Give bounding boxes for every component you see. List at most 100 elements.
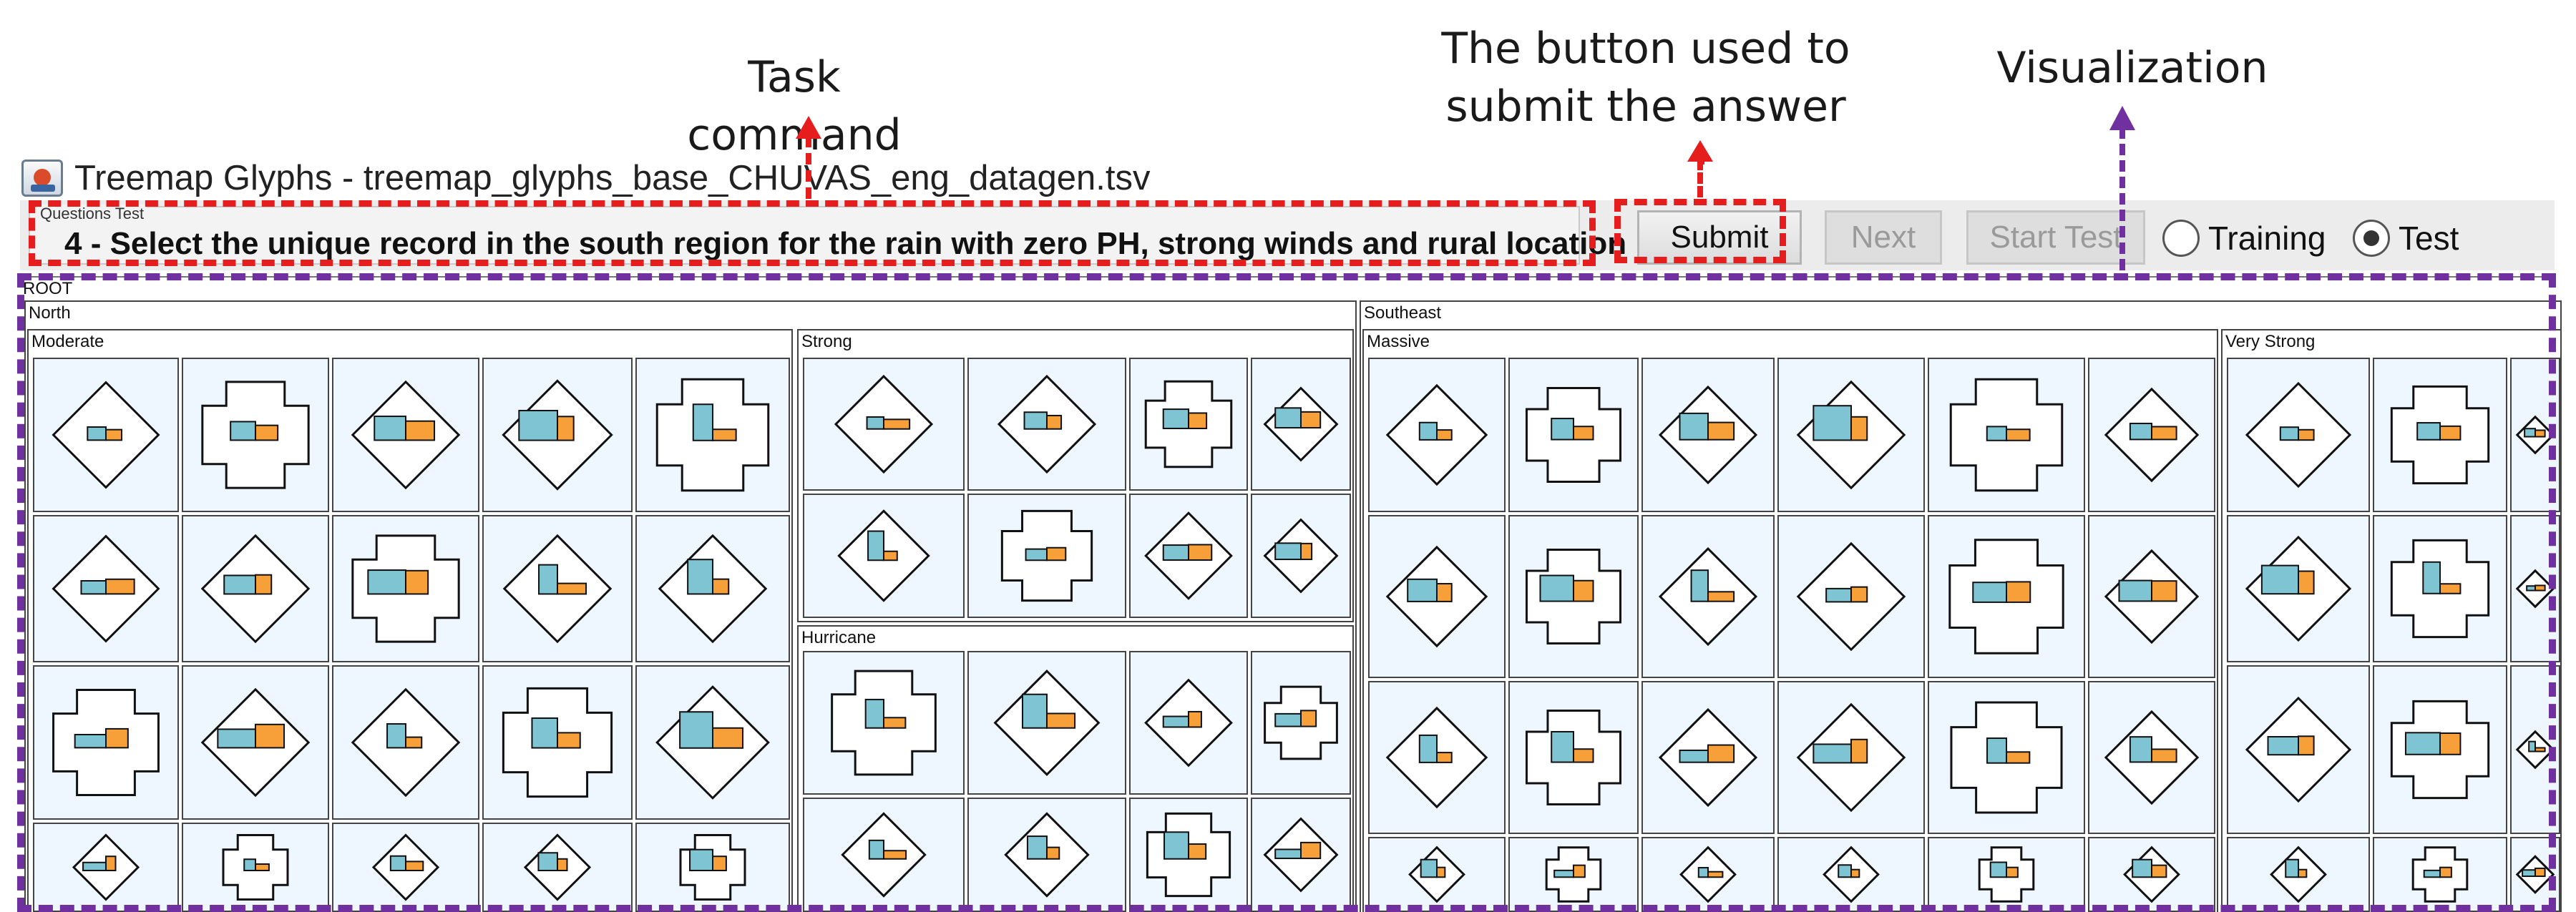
treemap-leaf[interactable]	[1251, 651, 1351, 795]
region-north[interactable]: North	[24, 300, 1357, 912]
treemap-leaf[interactable]	[182, 823, 329, 912]
treemap-leaf[interactable]	[1928, 515, 2085, 678]
group-label-moderate: Moderate	[31, 332, 104, 351]
treemap-leaf[interactable]	[2088, 681, 2215, 834]
test-radio-label: Test	[2399, 220, 2459, 257]
treemap-leaf[interactable]	[1777, 837, 1925, 912]
glyph-icon	[1796, 541, 1906, 652]
treemap-leaf[interactable]	[332, 665, 479, 820]
treemap-leaf[interactable]	[803, 798, 965, 912]
treemap-leaf[interactable]	[1508, 681, 1639, 834]
treemap-leaf[interactable]	[967, 798, 1126, 912]
treemap-leaf[interactable]	[1508, 515, 1639, 678]
treemap-leaf[interactable]	[1368, 681, 1506, 834]
treemap-leaf[interactable]	[635, 665, 790, 820]
task-arrow-line	[806, 136, 811, 199]
annotation-task-command: Task command	[687, 52, 902, 160]
treemap-leaf[interactable]	[332, 823, 479, 912]
treemap-leaf[interactable]	[635, 515, 790, 662]
treemap-leaf[interactable]	[1641, 358, 1775, 512]
treemap-leaf[interactable]	[1368, 515, 1506, 678]
test-radio[interactable]: Test	[2353, 219, 2459, 258]
treemap-leaf[interactable]	[803, 651, 965, 795]
treemap-leaf[interactable]	[1777, 358, 1925, 512]
treemap-leaf[interactable]	[2373, 358, 2507, 512]
group-hurricane[interactable]: Hurricane	[797, 625, 1354, 912]
glyph-icon	[1144, 678, 1233, 768]
treemap-leaf[interactable]	[1508, 358, 1639, 512]
treemap-leaf[interactable]	[803, 494, 965, 618]
treemap-leaf[interactable]	[182, 665, 329, 820]
treemap-leaf[interactable]	[182, 358, 329, 512]
treemap-leaf[interactable]	[1129, 494, 1248, 618]
region-label-north: North	[29, 303, 71, 323]
treemap-leaf[interactable]	[635, 358, 790, 512]
treemap-leaf[interactable]	[482, 515, 633, 662]
submit-arrow-head-icon	[1687, 140, 1713, 162]
treemap-leaf[interactable]	[1928, 358, 2085, 512]
treemap-leaf[interactable]	[1251, 494, 1351, 618]
treemap-leaf[interactable]	[1641, 681, 1775, 834]
treemap-leaf[interactable]	[2088, 358, 2215, 512]
submit-arrow-line	[1697, 159, 1703, 197]
treemap-leaf[interactable]	[33, 358, 179, 512]
glyph-icon	[2104, 549, 2200, 644]
treemap-leaf[interactable]	[2088, 515, 2215, 678]
treemap-leaf[interactable]	[1928, 681, 2085, 834]
treemap-leaf[interactable]	[2227, 358, 2370, 512]
treemap-leaf[interactable]	[2373, 515, 2507, 662]
treemap-leaf[interactable]	[1777, 515, 1925, 678]
treemap-leaf[interactable]	[1641, 515, 1775, 678]
group-strong[interactable]: Strong	[797, 329, 1354, 622]
glyph-icon	[2245, 381, 2352, 489]
treemap-leaf[interactable]	[967, 358, 1126, 491]
group-very-strong[interactable]: Very Strong	[2221, 329, 2562, 912]
treemap-leaf[interactable]	[1251, 798, 1351, 912]
treemap-visualization[interactable]: ROOT North Southeast Moderate Strong Hur…	[20, 276, 2562, 912]
treemap-leaf[interactable]	[182, 515, 329, 662]
glyph-icon	[351, 687, 461, 798]
treemap-leaf[interactable]	[2373, 837, 2507, 912]
treemap-leaf[interactable]	[1129, 798, 1248, 912]
group-moderate[interactable]: Moderate	[27, 329, 793, 912]
treemap-leaf[interactable]	[1777, 681, 1925, 834]
window-title: Treemap Glyphs - treemap_glyphs_base_CHU…	[74, 159, 1151, 197]
glyph-icon	[1385, 545, 1488, 648]
treemap-leaf[interactable]	[2373, 665, 2507, 834]
glyph-icon	[837, 509, 930, 602]
treemap-leaf[interactable]	[482, 358, 633, 512]
treemap-leaf[interactable]	[967, 651, 1126, 795]
glyph-icon	[1658, 385, 1758, 485]
glyph-icon	[1658, 707, 1758, 808]
treemap-leaf[interactable]	[33, 515, 179, 662]
treemap-leaf[interactable]	[1368, 358, 1506, 512]
treemap-leaf[interactable]	[2227, 515, 2370, 662]
start-test-button[interactable]: Start Test	[1966, 210, 2145, 265]
glyph-icon	[2270, 845, 2327, 903]
treemap-leaf[interactable]	[1251, 358, 1351, 491]
treemap-leaf[interactable]	[1928, 837, 2085, 912]
treemap-leaf[interactable]	[2227, 665, 2370, 834]
treemap-leaf[interactable]	[2088, 837, 2215, 912]
treemap-leaf[interactable]	[482, 665, 633, 820]
glyph-icon	[1796, 702, 1906, 813]
glyph-icon	[72, 833, 140, 901]
treemap-leaf[interactable]	[1129, 358, 1248, 491]
glyph-icon	[2390, 700, 2490, 800]
treemap-leaf[interactable]	[803, 358, 965, 491]
treemap-leaf[interactable]	[482, 823, 633, 912]
treemap-leaf[interactable]	[33, 665, 179, 820]
treemap-leaf[interactable]	[2227, 837, 2370, 912]
group-massive[interactable]: Massive	[1362, 329, 2218, 912]
treemap-leaf[interactable]	[967, 494, 1126, 618]
treemap-leaf[interactable]	[332, 358, 479, 512]
submit-button[interactable]: Submit	[1637, 210, 1802, 265]
treemap-leaf[interactable]	[1508, 837, 1639, 912]
treemap-leaf[interactable]	[1129, 651, 1248, 795]
treemap-leaf[interactable]	[332, 515, 479, 662]
next-button[interactable]: Next	[1825, 210, 1942, 265]
glyph-icon	[502, 534, 613, 644]
glyph-icon	[1385, 383, 1488, 486]
radio-on-icon	[2353, 220, 2390, 257]
training-radio[interactable]: Training	[2162, 219, 2326, 258]
